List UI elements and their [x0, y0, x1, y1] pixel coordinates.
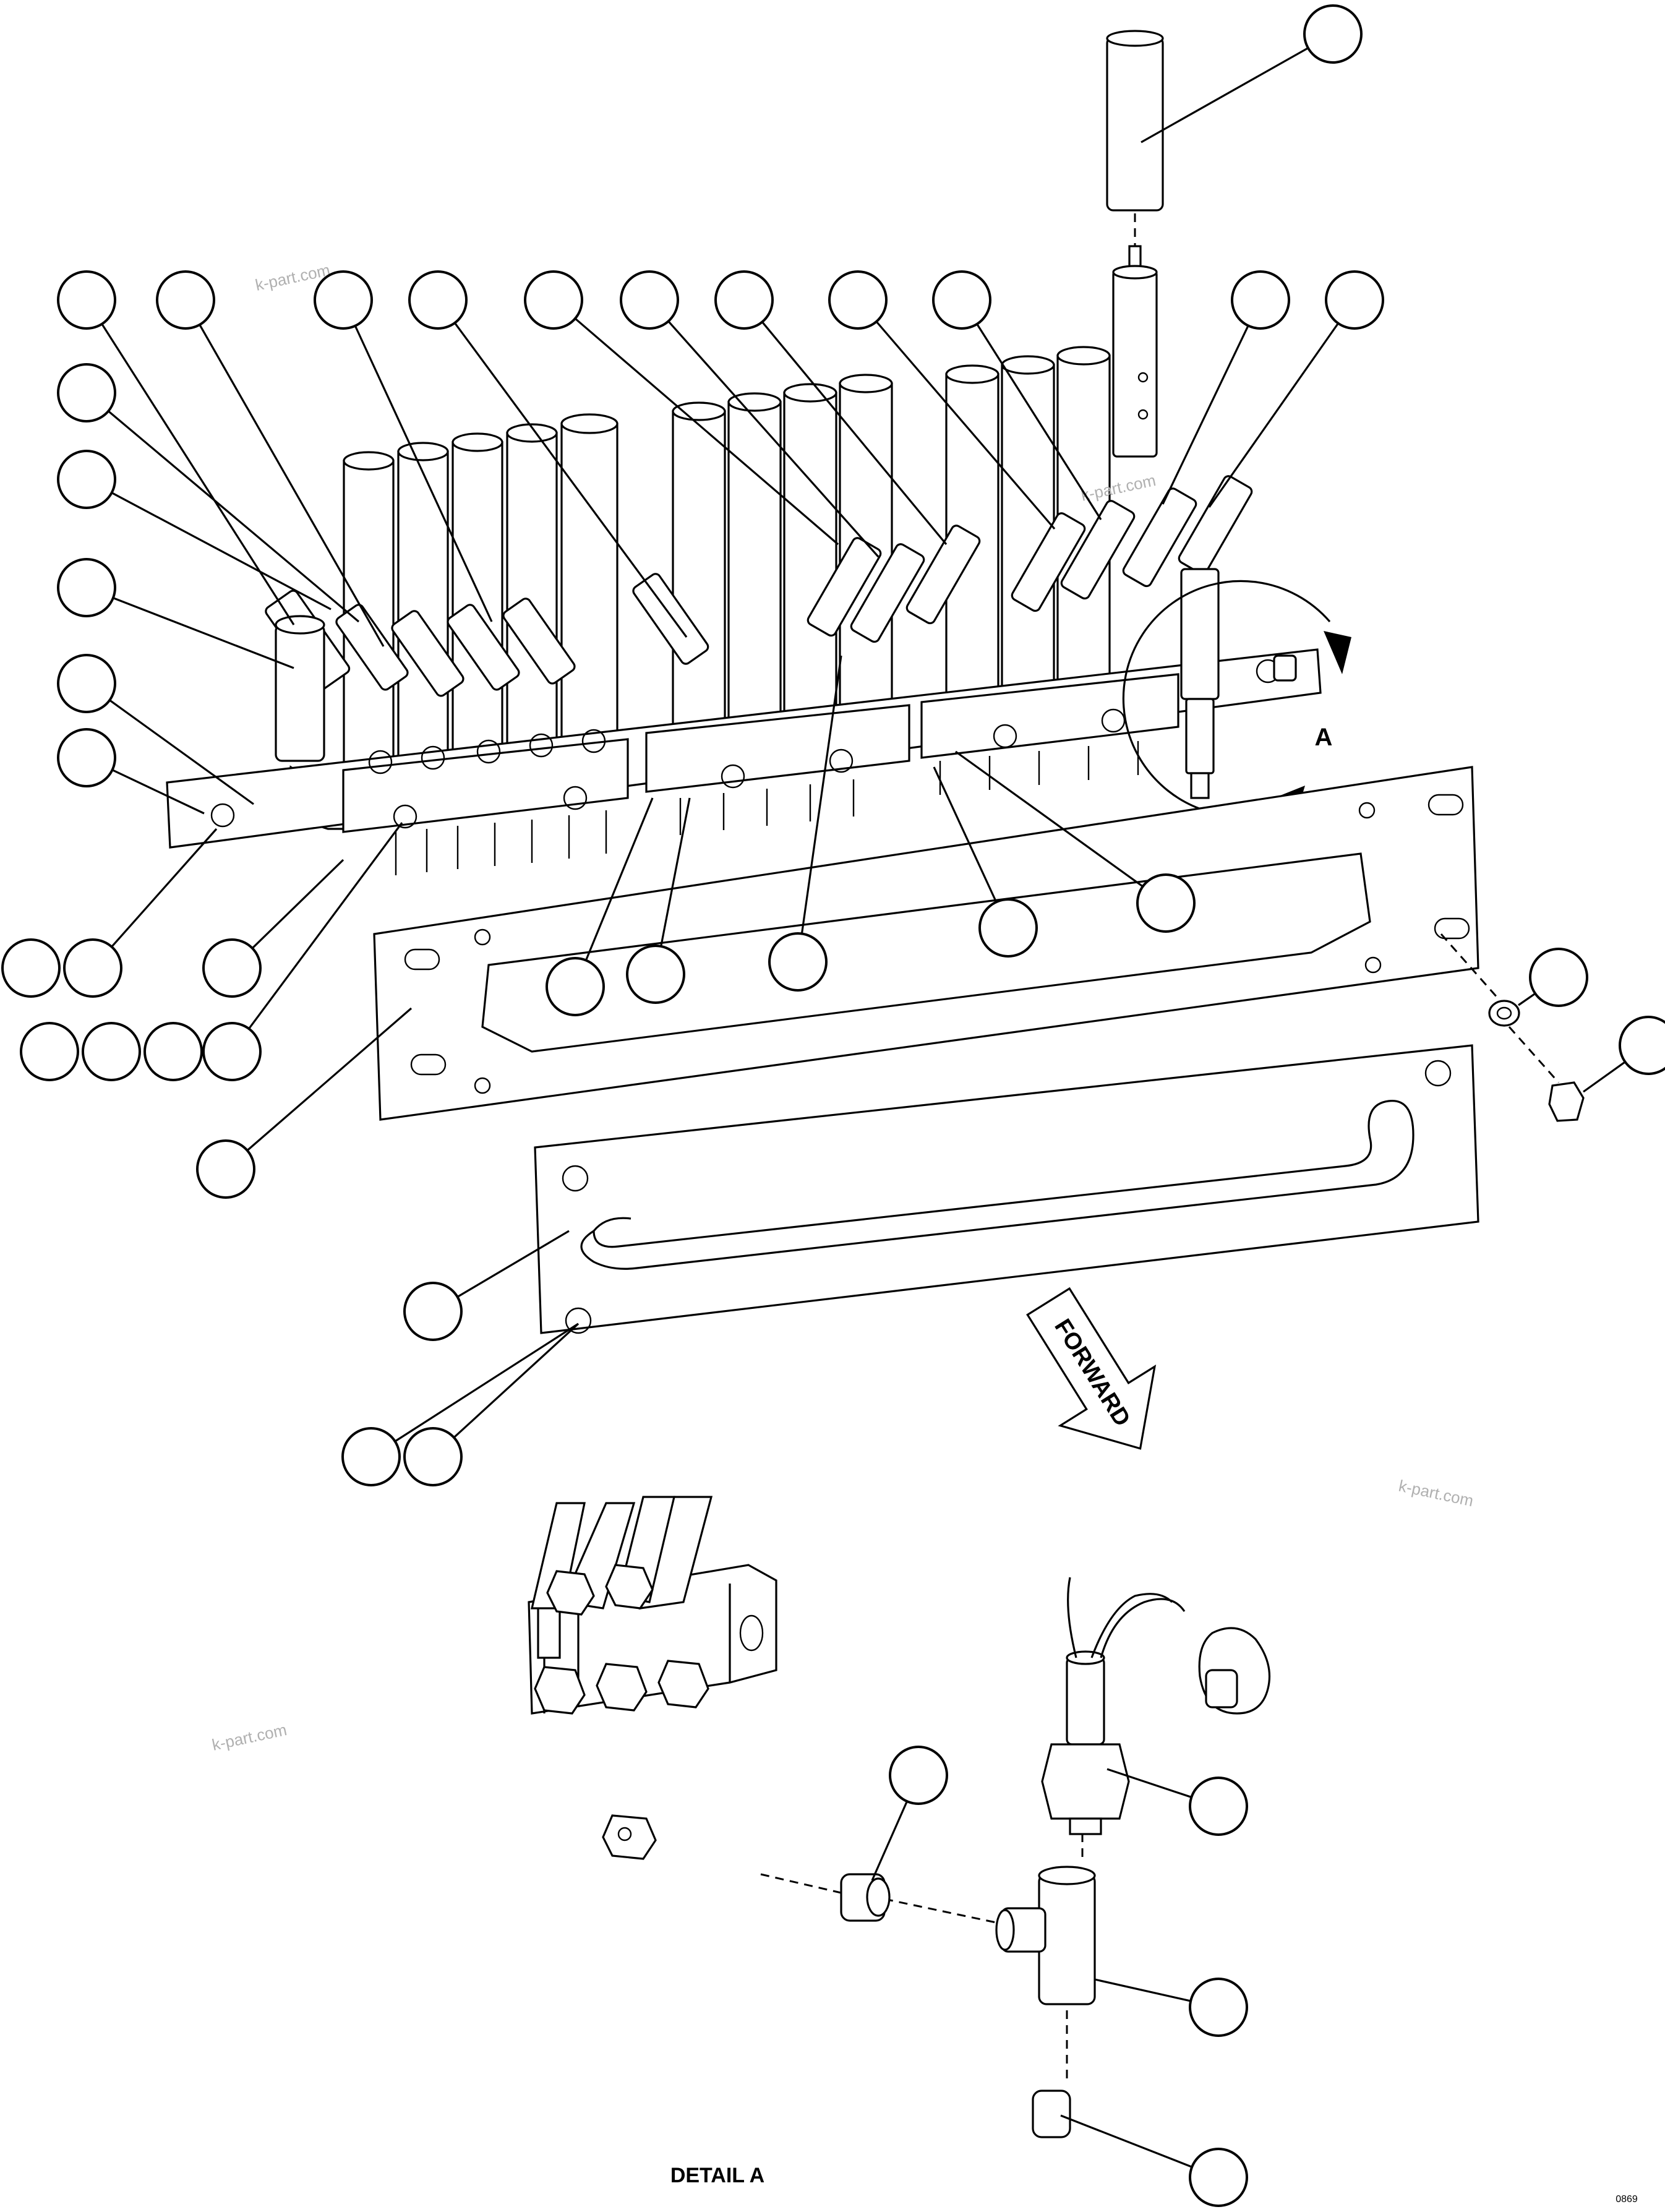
callout-leader-line [1094, 1978, 1191, 2002]
callout-leader-line [199, 324, 385, 647]
callout-leader-line [111, 492, 332, 611]
callout-bubble [57, 558, 116, 617]
callout-leader-line [246, 1007, 413, 1152]
panel-hardware [1440, 933, 1585, 1122]
callout-bubble [202, 938, 262, 998]
callout-leader-line [1106, 1768, 1192, 1798]
callout-bubble [932, 270, 991, 330]
callout-bubble [57, 728, 116, 787]
callout-bubble [156, 270, 215, 330]
callout-leader-line [976, 323, 1102, 520]
callout-leader-line [660, 797, 691, 947]
callout-bubble [63, 938, 122, 998]
detail-a-view [528, 1496, 1270, 2138]
callout-bubble [143, 1022, 203, 1081]
callout-bubble [82, 1022, 141, 1081]
callout-leader-line [113, 597, 294, 669]
callout-bubble [1325, 270, 1384, 330]
handle-panel [534, 1044, 1479, 1334]
callout-bubble [1189, 1777, 1248, 1836]
callout-bubble [57, 363, 116, 422]
callout-bubble [828, 270, 888, 330]
callout-bubble [546, 957, 605, 1016]
callout-leader-line [111, 769, 205, 815]
callout-leader-line [354, 325, 493, 622]
callout-bubble [768, 932, 828, 992]
callout-group [1, 4, 1665, 2207]
callout-leader-line [248, 822, 403, 1030]
callout-bubble [524, 270, 583, 330]
callout-bubble [20, 1022, 79, 1081]
callout-bubble [1, 938, 61, 998]
callout-leader-line [109, 699, 254, 805]
callout-leader-line [1060, 2114, 1192, 2168]
manifold-blocks [342, 673, 1179, 875]
callout-leader-line [1583, 1061, 1626, 1093]
callout-bubble [1136, 873, 1196, 933]
callout-bubble [196, 1139, 255, 1199]
callout-bubble [403, 1282, 463, 1341]
callout-bubble [714, 270, 774, 330]
callout-bubble [403, 1427, 463, 1486]
callout-leader-line [871, 1801, 908, 1881]
callout-leader-line [108, 410, 360, 623]
callout-leader-line [111, 828, 218, 948]
callout-bubble [1189, 1978, 1248, 2037]
callout-leader-line [1162, 325, 1249, 505]
callout-leader-line [1208, 322, 1339, 508]
callout-bubble [1303, 4, 1363, 64]
callout-bubble [1231, 270, 1290, 330]
pressure-switch [1180, 568, 1220, 799]
callout-bubble [314, 270, 373, 330]
callout-bubble [202, 1022, 262, 1081]
callout-bubble [408, 270, 468, 330]
callout-bubble [1529, 948, 1588, 1007]
watermark-4: k-part.com [210, 1720, 288, 1754]
callout-leader-line [251, 859, 345, 950]
callout-bubble [1189, 2148, 1248, 2207]
callout-leader-line [1518, 992, 1536, 1006]
callout-leader-line [394, 1322, 579, 1443]
callout-leader-line [1141, 47, 1309, 144]
callout-leader-line [667, 320, 880, 558]
callout-leader-line [933, 766, 998, 902]
callout-bubble [57, 654, 116, 713]
watermark-3: k-part.com [1397, 1477, 1475, 1511]
callout-bubble [889, 1746, 948, 1805]
callout-bubble [57, 270, 116, 330]
callout-leader-line [453, 1322, 580, 1439]
callout-bubble [626, 945, 685, 1004]
callout-leader-line [454, 322, 688, 638]
callout-bubble [57, 450, 116, 509]
forward-arrow: FORWARD [1026, 1287, 1157, 1450]
callout-leader-line [101, 323, 295, 625]
figure-code: 0869 [1616, 2194, 1638, 2205]
callout-leader-line [875, 320, 1056, 530]
detail-marker: A [1315, 724, 1333, 751]
top-sensor-cylinder [1106, 30, 1164, 458]
callout-leader-line [800, 655, 842, 934]
callout-leader-line [574, 317, 839, 546]
callout-bubble [1619, 1016, 1665, 1075]
callout-leader-line [456, 1230, 570, 1298]
callout-bubble [341, 1427, 401, 1486]
detail-caption: DETAIL A [670, 2164, 764, 2187]
callout-bubble [620, 270, 679, 330]
callout-bubble [978, 898, 1038, 958]
callout-leader-line [955, 750, 1144, 888]
callout-leader-line [584, 797, 654, 961]
callout-leader-line [761, 321, 948, 546]
